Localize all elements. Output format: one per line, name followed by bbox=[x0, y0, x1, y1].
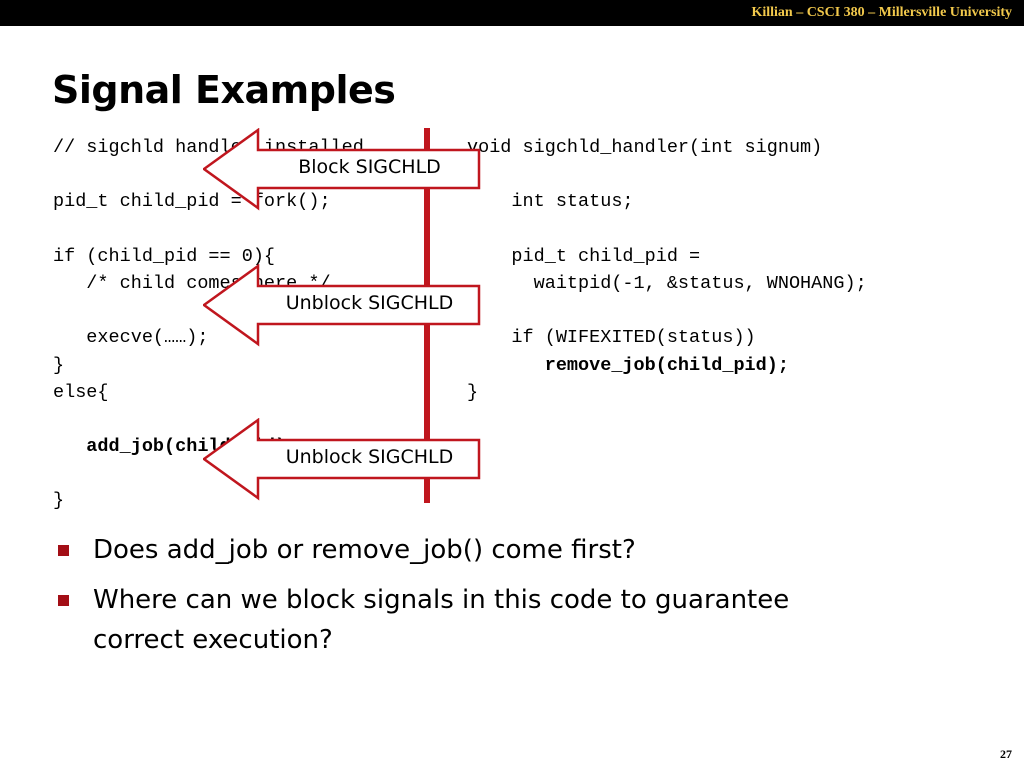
bullet-text: Does add_job or remove_job() come first? bbox=[93, 535, 636, 565]
code-block-right: void sigchld_handler(int signum) { int st… bbox=[467, 134, 867, 406]
code-line bbox=[53, 216, 364, 243]
header-bar: Killian – CSCI 380 – Millersville Univer… bbox=[0, 0, 1024, 26]
code-line: void sigchld_handler(int signum) bbox=[467, 137, 823, 158]
code-line: pid_t child_pid = bbox=[467, 245, 701, 267]
callout-label: Unblock SIGCHLD bbox=[285, 292, 454, 314]
callout-label: Unblock SIGCHLD bbox=[285, 446, 454, 468]
square-bullet-icon bbox=[58, 545, 69, 556]
code-line: execve(……); bbox=[53, 327, 209, 349]
code-line: if (child_pid == 0){ bbox=[53, 245, 276, 267]
code-line bbox=[467, 216, 867, 243]
code-line: } bbox=[53, 354, 65, 376]
header-text: Killian – CSCI 380 – Millersville Univer… bbox=[751, 5, 1012, 20]
slide-title: Signal Examples bbox=[52, 68, 396, 112]
left-arrow-icon bbox=[203, 264, 481, 347]
code-line: if (WIFEXITED(status)) bbox=[467, 327, 756, 349]
left-arrow-icon bbox=[203, 418, 481, 501]
code-line: } bbox=[53, 490, 65, 512]
code-line: else{ bbox=[53, 381, 109, 403]
bullet-item: Does add_job or remove_job() come first? bbox=[55, 530, 955, 570]
code-line: remove_job(child_pid); bbox=[467, 354, 789, 376]
code-line: int status; bbox=[467, 191, 634, 213]
callout-unblock-sigchld-2: Unblock SIGCHLD bbox=[203, 418, 483, 501]
page-number: 27 bbox=[1000, 747, 1012, 761]
code-line: } bbox=[467, 381, 479, 403]
callout-label: Block SIGCHLD bbox=[298, 156, 441, 178]
code-line: { bbox=[467, 161, 867, 188]
code-line: waitpid(-1, &status, WNOHANG); bbox=[467, 272, 867, 294]
bullet-text: Where can we block signals in this code … bbox=[93, 585, 790, 655]
square-bullet-icon bbox=[58, 595, 69, 606]
code-line: pid_t child_pid = fork(); bbox=[53, 191, 331, 213]
callout-block-sigchld: Block SIGCHLD bbox=[203, 128, 483, 211]
callout-unblock-sigchld-1: Unblock SIGCHLD bbox=[203, 264, 483, 347]
bullet-list: Does add_job or remove_job() come first?… bbox=[55, 530, 955, 670]
left-arrow-icon bbox=[203, 128, 481, 211]
code-line bbox=[467, 297, 867, 324]
bullet-item: Where can we block signals in this code … bbox=[55, 580, 955, 660]
